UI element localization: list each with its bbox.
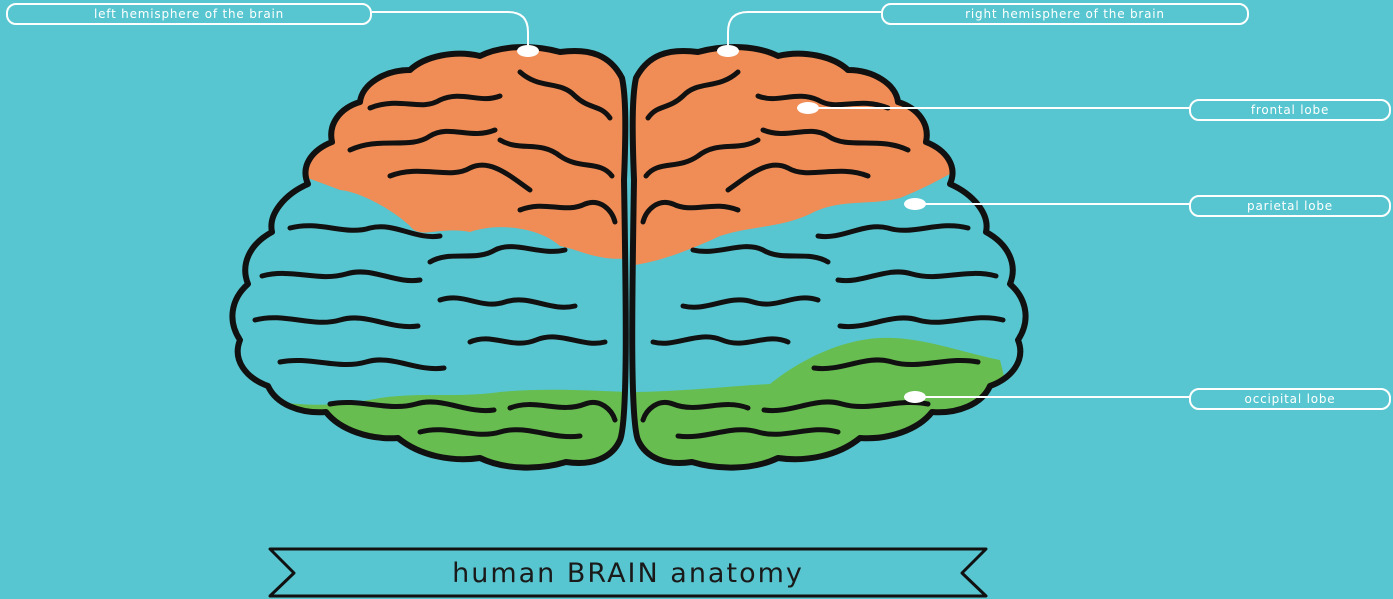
label-occipital-lobe: occipital lobe	[1189, 388, 1391, 410]
label-parietal-lobe: parietal lobe	[1189, 195, 1391, 217]
label-right-hemisphere: right hemisphere of the brain	[881, 3, 1249, 25]
connector-left-hemisphere	[372, 12, 528, 50]
label-frontal-lobe: frontal lobe	[1189, 99, 1391, 121]
connector-right-hemisphere	[728, 12, 883, 50]
dot-right-hemisphere	[717, 45, 739, 57]
label-left-hemisphere: left hemisphere of the brain	[6, 3, 372, 25]
left-hemisphere	[220, 40, 630, 480]
dot-left-hemisphere	[517, 45, 539, 57]
dot-frontal-lobe	[797, 102, 819, 114]
right-hemisphere	[628, 40, 1038, 480]
diagram-title: human BRAIN anatomy	[290, 558, 966, 590]
dot-parietal-lobe	[904, 198, 926, 210]
dot-occipital-lobe	[904, 391, 926, 403]
